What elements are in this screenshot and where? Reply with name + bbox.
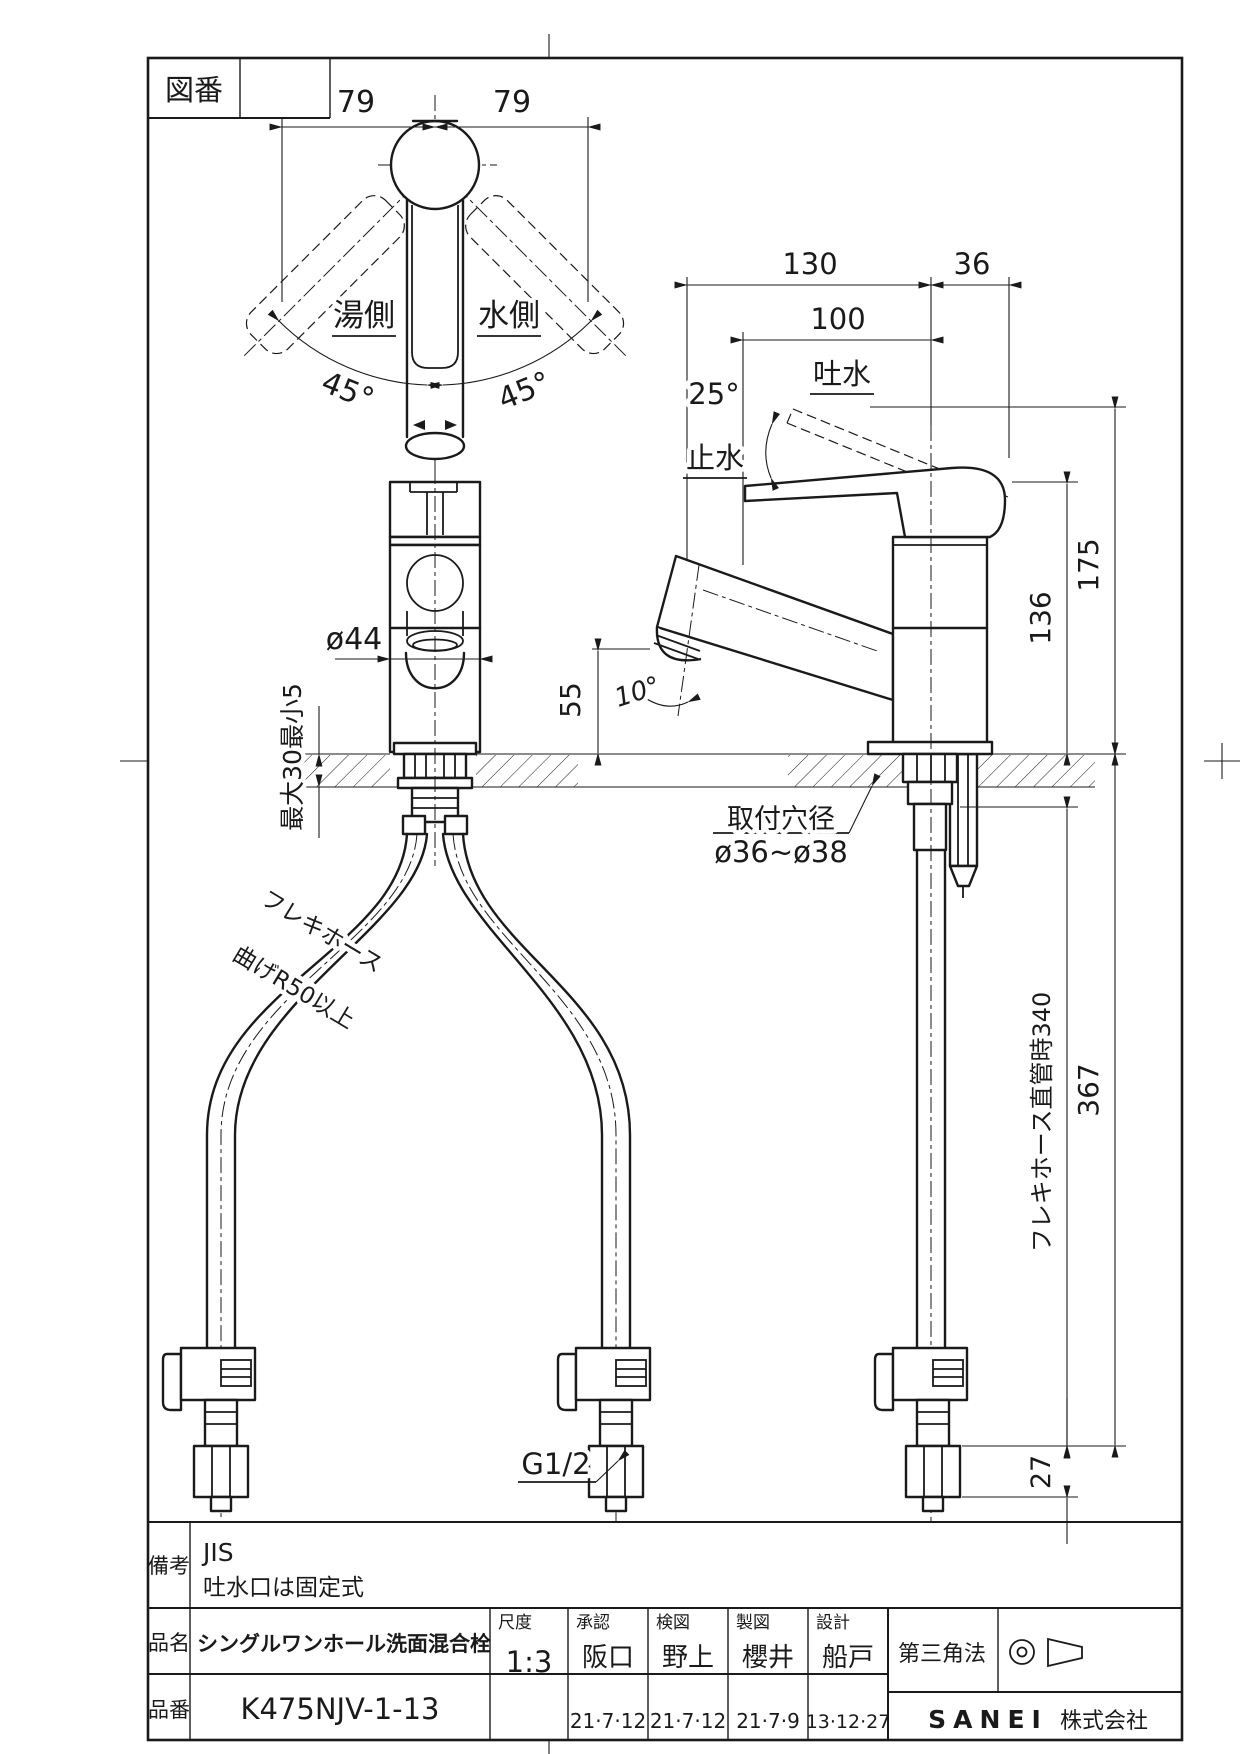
drawn-date: 21·7·9 bbox=[736, 1709, 800, 1733]
dim-175: 175 bbox=[1072, 538, 1105, 591]
dim-dia44: ø44 bbox=[326, 622, 383, 657]
product-code: K475NJV-1-13 bbox=[240, 1692, 439, 1726]
dim-367: 367 bbox=[1072, 1063, 1105, 1116]
drawn-name: 櫻井 bbox=[742, 1643, 794, 1673]
fitting-left bbox=[161, 1346, 257, 1513]
hole-note-1: 取付穴径 bbox=[727, 804, 835, 835]
fitting-middle bbox=[556, 1346, 652, 1513]
approved-date: 21·7·12 bbox=[570, 1709, 646, 1733]
scale-value: 1:3 bbox=[506, 1645, 553, 1679]
checked-label: 検図 bbox=[656, 1613, 690, 1633]
dim-79-right: 79 bbox=[493, 85, 531, 120]
product-name-label: 品名 bbox=[148, 1631, 190, 1655]
hole-note-2: ø36~ø38 bbox=[714, 835, 848, 869]
hose-straight-note: フレキホース直管時340 bbox=[1028, 992, 1056, 1253]
discharge-label: 吐水 bbox=[813, 357, 871, 391]
hose-right bbox=[461, 832, 632, 1350]
approved-label: 承認 bbox=[576, 1613, 610, 1633]
fitting-side bbox=[873, 1346, 969, 1513]
dim-100: 100 bbox=[810, 302, 865, 336]
hose-left bbox=[205, 832, 409, 1350]
hose-fittings: G1/2 bbox=[161, 1346, 969, 1513]
dim-136: 136 bbox=[1024, 591, 1057, 644]
remarks-line2: 吐水口は固定式 bbox=[203, 1575, 364, 1601]
side-view: 130 36 100 吐水 25° 止水 10° 55 136 175 367 … bbox=[550, 243, 1126, 1544]
scale-label: 尺度 bbox=[498, 1613, 532, 1633]
checked-date: 21·7·12 bbox=[650, 1709, 726, 1733]
counter-sections bbox=[302, 753, 1126, 788]
designed-date: 13·12·27 bbox=[806, 1711, 891, 1733]
stop-label: 止水 bbox=[686, 441, 744, 475]
drawn-label: 製図 bbox=[736, 1613, 770, 1633]
hot-side-label: 湯側 bbox=[333, 298, 395, 334]
dim-36: 36 bbox=[954, 247, 991, 281]
designed-label: 設計 bbox=[816, 1613, 850, 1633]
frame: 図番 bbox=[120, 34, 1240, 1754]
faucet-body-side bbox=[891, 535, 989, 754]
company-name: SANEI bbox=[928, 1705, 1048, 1734]
remarks-line1: JIS bbox=[201, 1538, 234, 1567]
remarks-label: 備考 bbox=[148, 1554, 190, 1578]
company-suffix: 株式会社 bbox=[1060, 1709, 1148, 1734]
dim-55: 55 bbox=[554, 682, 587, 718]
spout-end-circle bbox=[404, 431, 466, 461]
angle-25: 25° bbox=[688, 377, 739, 411]
dim-79-left: 79 bbox=[337, 85, 375, 120]
clamp-range-label: 最大30最小5 bbox=[278, 683, 307, 831]
third-angle-projection-icon bbox=[1009, 1637, 1083, 1668]
product-code-label: 品番 bbox=[148, 1698, 190, 1722]
drawing-no-label: 図番 bbox=[165, 73, 223, 107]
title-block: 備考 JIS 吐水口は固定式 品名 シングルワンホール洗面混合栓 品番 K475… bbox=[148, 1521, 1182, 1740]
lever-handle bbox=[743, 466, 1007, 539]
designed-name: 船戸 bbox=[822, 1643, 874, 1673]
projection-label: 第三角法 bbox=[898, 1642, 986, 1667]
checked-name: 野上 bbox=[662, 1643, 714, 1673]
approved-name: 阪口 bbox=[582, 1643, 634, 1673]
handle-knob bbox=[389, 119, 481, 211]
thread-size-label: G1/2 bbox=[521, 1447, 590, 1481]
dim-27: 27 bbox=[1026, 1455, 1057, 1489]
cold-side-label: 水側 bbox=[478, 298, 540, 334]
dim-130: 130 bbox=[782, 247, 837, 281]
product-name: シングルワンホール洗面混合栓 bbox=[197, 1632, 491, 1656]
